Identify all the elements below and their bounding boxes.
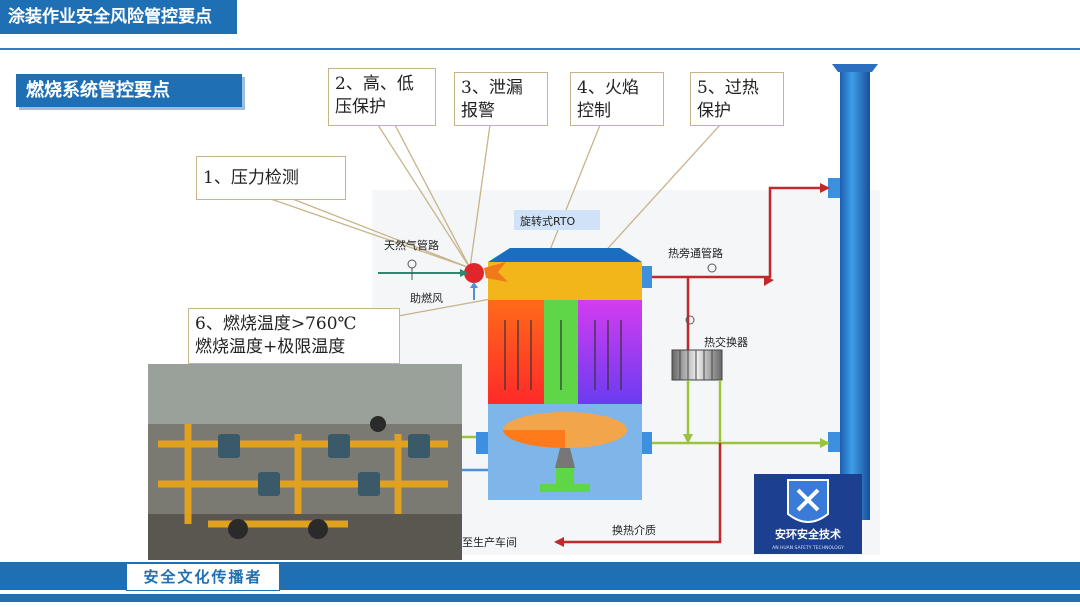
callout-pressure-detection: 1、压力检测 (196, 156, 346, 200)
footer-band-lower (0, 594, 1080, 602)
flow-arrows (504, 320, 622, 390)
to-workshop-label: 至生产车间 (462, 535, 517, 549)
heat-exchanger (671, 349, 723, 381)
footer-slogan: 安全文化传播者 (126, 563, 280, 591)
section-title: 燃烧系统管控要点 (16, 74, 242, 107)
callout-overheat-protection: 5、过热 保护 (690, 72, 784, 126)
logo-text: 安环安全技术 (775, 527, 841, 541)
company-logo: 安环安全技术 AN HUAN SAFETY TECHNOLOGY (754, 474, 862, 554)
gas-pipe (378, 259, 468, 280)
bypass-pipe (652, 186, 828, 350)
rto-label: 旋转式RTO (520, 214, 576, 228)
outlet-pipes (462, 380, 828, 445)
callout-leak-alarm: 3、泄漏 报警 (454, 72, 548, 126)
logo-subtext: AN HUAN SAFETY TECHNOLOGY (772, 545, 844, 551)
callout-high-low-pressure: 2、高、低 压保护 (328, 68, 436, 126)
combustion-air-label: 助燃风 (410, 291, 443, 305)
callout-combustion-temperature: 6、燃烧温度>760℃ 燃烧温度+极限温度 (188, 308, 400, 364)
medium-label: 换热介质 (612, 523, 656, 537)
callout-flame-control: 4、火焰 控制 (570, 72, 664, 126)
header-divider (0, 48, 1080, 50)
rto-vessel (476, 248, 652, 500)
burner-flame (464, 263, 484, 283)
gas-pipe-label: 天然气管路 (384, 238, 439, 252)
leader-lines (267, 124, 721, 317)
header-title: 涂装作业安全风险管控要点 (0, 0, 237, 34)
heat-exchanger-label: 热交换器 (704, 335, 748, 349)
bypass-label: 热旁通管路 (668, 246, 723, 260)
medium-return-pipe (556, 443, 722, 544)
gas-valve-train-photo (148, 364, 462, 560)
chimney-stack (828, 64, 878, 520)
